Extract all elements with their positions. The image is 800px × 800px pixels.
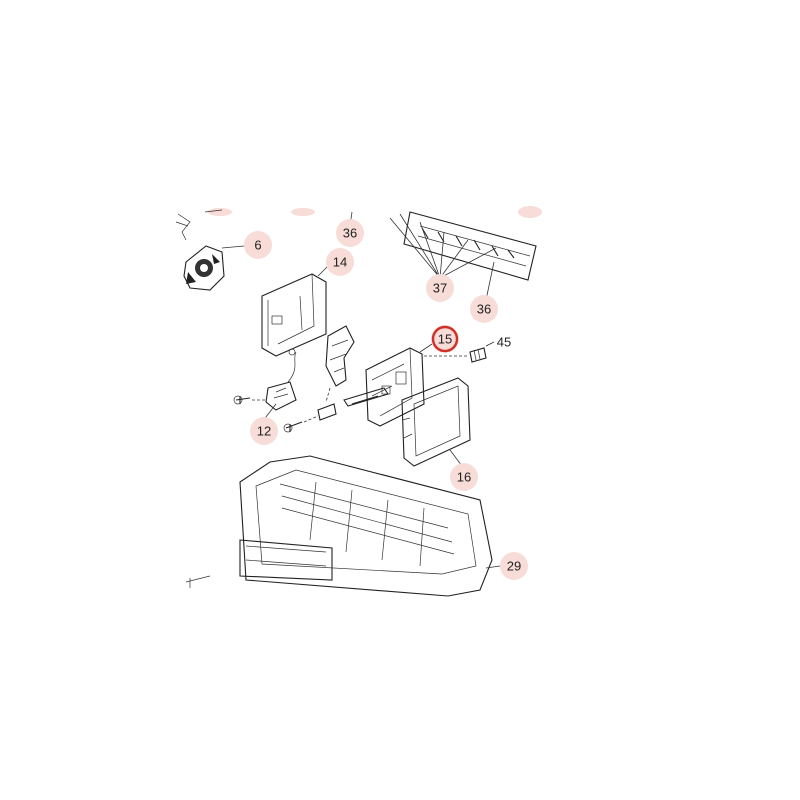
callout-14: 14 (326, 248, 354, 276)
part-6-motor-bracket (183, 245, 245, 291)
callout-36-top-label: 36 (343, 226, 357, 241)
part-16-board-cover (401, 377, 471, 467)
highlight-ring-icon (431, 325, 459, 353)
top-fragments (175, 206, 542, 241)
callout-45: 45 (497, 335, 511, 350)
callout-16-label: 16 (457, 470, 471, 485)
callout-6-label: 6 (254, 238, 261, 253)
callout-15: 15 (431, 325, 459, 353)
callouts: 6 14 36 37 36 15 45 12 (244, 219, 528, 580)
callout-36-top: 36 (336, 219, 364, 247)
callout-45-label: 45 (497, 335, 511, 350)
callout-36-bottom-label: 36 (477, 302, 491, 317)
callout-12: 12 (250, 417, 278, 445)
part-45-connector (469, 341, 495, 363)
callout-15-label: 15 (438, 332, 452, 347)
part-36-37-louver-linkage (349, 211, 537, 301)
callout-16: 16 (450, 463, 478, 491)
callout-14-label: 14 (333, 255, 347, 270)
callout-12-label: 12 (257, 424, 271, 439)
callout-29: 29 (500, 552, 528, 580)
callout-29-label: 29 (507, 559, 521, 574)
callout-6: 6 (244, 231, 272, 259)
part-29-front-panel (185, 455, 501, 597)
part-14-box-cover (261, 263, 331, 357)
callout-37: 37 (426, 274, 454, 302)
callout-36-bottom: 36 (470, 295, 498, 323)
part-12-sensor-assembly (233, 325, 355, 433)
part-15-control-board (343, 343, 468, 427)
callout-37-label: 37 (433, 281, 447, 296)
